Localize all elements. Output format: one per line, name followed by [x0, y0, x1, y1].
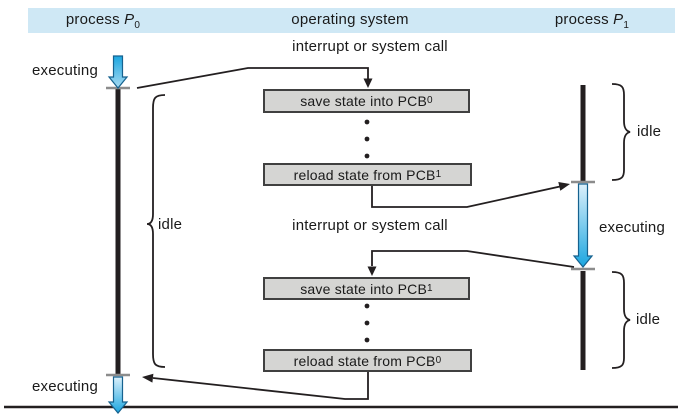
executing-arrow-p0-top	[107, 55, 129, 89]
box2-text: reload state from PCB	[293, 166, 436, 183]
header-p0-var: P	[124, 11, 135, 28]
executing-arrow-p1	[572, 183, 594, 268]
brace-idle-p0	[146, 94, 166, 368]
executing-arrow-p0-bottom	[107, 376, 129, 414]
header-label-operating-system: operating system	[273, 12, 427, 28]
header-p1-text: process	[554, 11, 614, 28]
arrowhead-into-box3	[367, 266, 377, 276]
ellipsis-dots-bottom	[364, 303, 370, 343]
connector-p0-to-os	[136, 67, 369, 89]
header-p1-sub: 1	[623, 20, 630, 31]
connector-os-to-p1	[371, 185, 561, 208]
box3-text: save state into PCB	[300, 280, 427, 297]
label-idle-p1-top: idle	[637, 123, 662, 140]
connector-p1-to-os	[371, 250, 575, 268]
label-idle-p0: idle	[158, 216, 183, 233]
arrowhead-to-p0	[142, 373, 154, 383]
header-os-text: operating system	[291, 11, 409, 28]
header-label-process-p0: process P0	[40, 11, 166, 31]
ellipsis-dots-top	[364, 119, 370, 159]
label-interrupt-bottom: interrupt or system call	[292, 217, 448, 234]
connector-os-to-p0	[152, 372, 369, 400]
label-executing-p0-bottom: executing	[31, 378, 98, 395]
label-executing-p0-top: executing	[31, 62, 98, 79]
label-idle-p1-bottom: idle	[636, 311, 661, 328]
box4-text: reload state from PCB	[293, 352, 436, 369]
label-interrupt-top: interrupt or system call	[292, 38, 448, 55]
header-p1-var: P	[613, 11, 624, 28]
header-label-process-p1: process P1	[529, 11, 655, 31]
box1-text: save state into PCB	[300, 93, 427, 109]
header-p0-text: process	[65, 11, 125, 28]
brace-idle-p1-bottom	[611, 271, 631, 369]
header-p0-sub: 0	[134, 20, 141, 31]
arrowhead-into-box1	[363, 78, 373, 88]
arrowhead-to-p1	[558, 182, 570, 191]
brace-idle-p1-top	[611, 83, 631, 181]
label-executing-p1: executing	[599, 219, 666, 236]
header-band	[28, 8, 675, 33]
